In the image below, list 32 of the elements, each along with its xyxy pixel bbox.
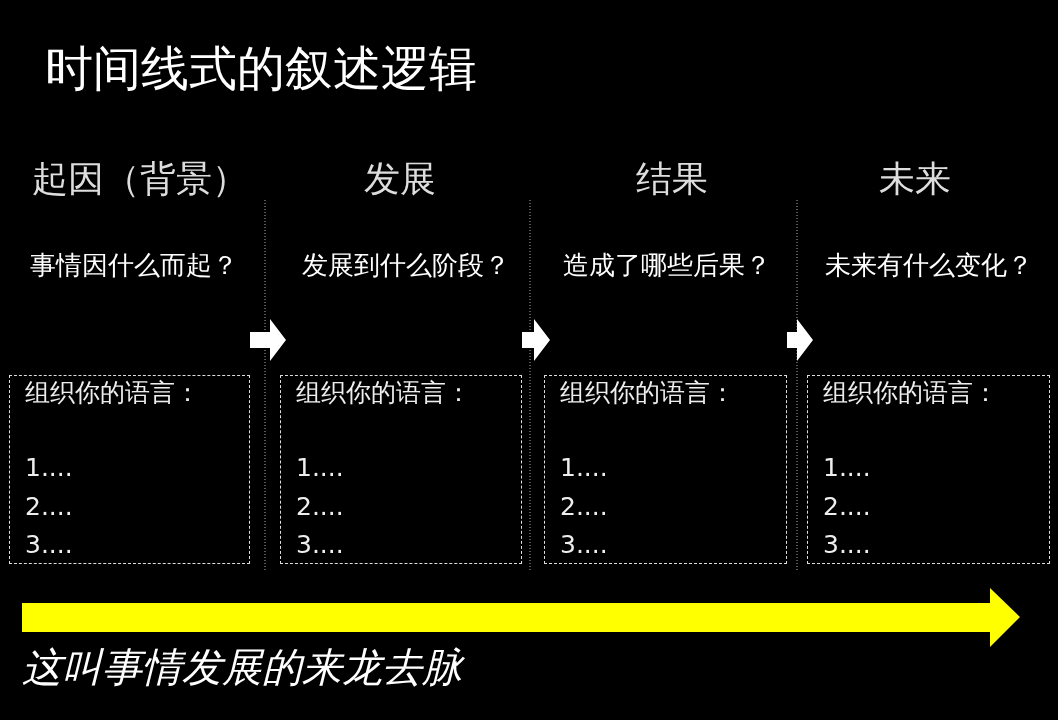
question-text: 事情因什么而起？ [29,249,239,281]
text-box [280,375,522,564]
title: 时间线式的叙述逻辑 [45,39,477,98]
list-item: 3.... [560,530,608,560]
list-item: 1.... [823,453,871,483]
arrow [522,319,550,361]
list-item: 1.... [25,453,73,483]
question-text: 发展到什么阶段？ [301,249,511,281]
list-item: 2.... [560,492,608,522]
box-heading: 组织你的语言： [823,378,998,408]
column-heading: 结果 [635,158,709,200]
text-box [807,375,1050,564]
list-item: 2.... [25,492,73,522]
list-item: 1.... [560,453,608,483]
text-box [544,375,787,564]
box-heading: 组织你的语言： [25,378,200,408]
column-heading: 未来 [878,158,952,200]
box-heading: 组织你的语言： [296,378,471,408]
list-item: 3.... [25,530,73,560]
list-item: 3.... [823,530,871,560]
list-item: 1.... [296,453,344,483]
arrow [787,319,813,361]
box-heading: 组织你的语言： [560,378,735,408]
column-heading: 发展 [363,158,437,200]
column-heading: 起因（背景） [31,158,249,200]
text-box [9,375,250,564]
question-text: 未来有什么变化？ [824,249,1034,281]
arrow [250,319,286,361]
list-item: 3.... [296,530,344,560]
list-item: 2.... [296,492,344,522]
list-item: 2.... [823,492,871,522]
question-text: 造成了哪些后果？ [562,249,772,281]
